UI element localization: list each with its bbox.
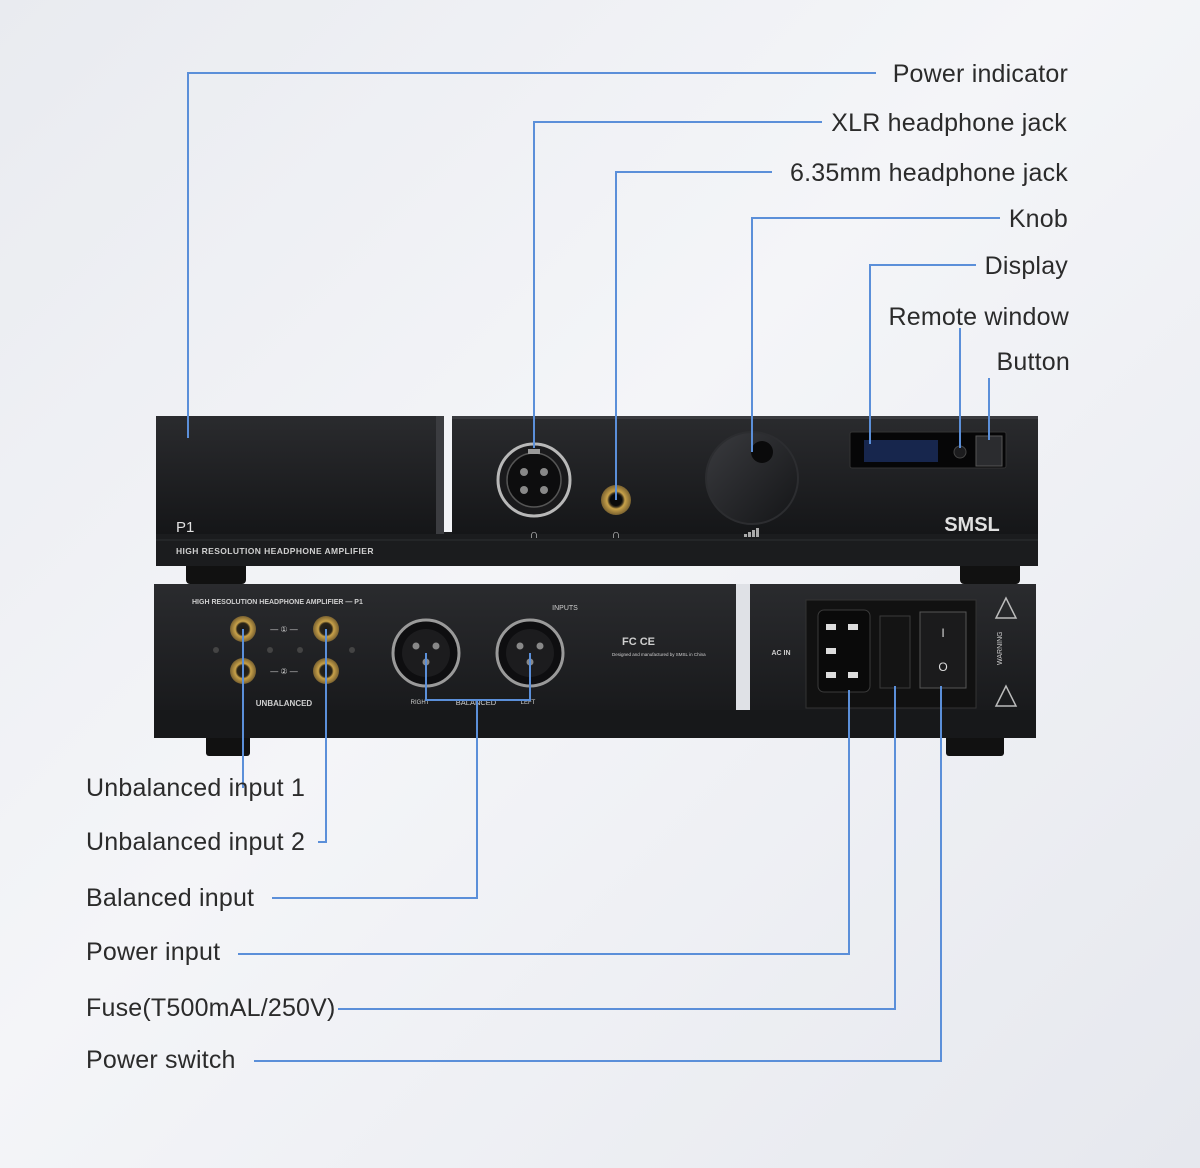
warning-icon <box>994 596 1018 707</box>
svg-text:— ① —: — ① — <box>270 625 298 634</box>
front-subtitle: HIGH RESOLUTION HEADPHONE AMPLIFIER <box>176 546 374 556</box>
svg-text:O: O <box>938 660 947 674</box>
fuse-holder <box>879 615 911 689</box>
label-635mm-headphone-jack: 6.35mm headphone jack <box>790 159 1068 187</box>
inputs-tag: INPUTS <box>552 605 578 612</box>
volume-icon <box>744 528 759 537</box>
foot <box>946 734 1004 756</box>
headphone-icon: ∩ <box>530 527 539 541</box>
label-power-input: Power input <box>86 938 221 966</box>
warning-label: WARNING <box>997 631 1004 665</box>
brand-logo: SMSL <box>944 514 1000 536</box>
callout-display <box>869 264 976 444</box>
callout-power-input <box>238 690 850 955</box>
callout-unbalanced-2 <box>318 629 327 843</box>
label-power-switch: Power switch <box>86 1046 236 1074</box>
callout-lines <box>187 72 1000 1062</box>
ac-in-label: AC IN <box>771 650 790 657</box>
label-unbalanced-input-1: Unbalanced input 1 <box>86 774 306 802</box>
callout-power-indicator <box>187 72 876 438</box>
label-power-indicator: Power indicator <box>892 60 1068 88</box>
right-tag: RIGHT <box>411 700 430 706</box>
foot <box>206 734 250 756</box>
model-name: P1 <box>176 519 194 536</box>
foot <box>186 562 246 584</box>
front-button <box>975 435 1003 467</box>
label-remote-window: Remote window <box>888 303 1069 331</box>
xlr-headphone-jack <box>496 442 572 518</box>
headphone-icon: ∩ <box>612 527 621 541</box>
callout-knob <box>751 217 1000 452</box>
display <box>864 440 938 462</box>
front-left-block <box>156 416 444 534</box>
callout-xlr-jack <box>533 121 822 448</box>
callout-balanced-input <box>272 700 478 899</box>
rear-unit: HIGH RESOLUTION HEADPHONE AMPLIFIER — P1… <box>154 584 1036 756</box>
label-display: Display <box>984 252 1068 280</box>
label-xlr-headphone-jack: XLR headphone jack <box>831 109 1067 137</box>
svg-text:I: I <box>941 626 944 640</box>
svg-text:— ② —: — ② — <box>270 667 298 676</box>
label-button: Button <box>996 348 1070 376</box>
power-inlet <box>817 609 871 693</box>
foot <box>960 562 1020 584</box>
label-balanced-input: Balanced input <box>86 884 255 912</box>
front-base-plate <box>156 532 1038 566</box>
designed-text: Designed and manufactured by SMSL in Chi… <box>612 652 706 657</box>
callout-fuse <box>338 686 896 1010</box>
power-switch <box>919 611 967 689</box>
unbalanced-panel-label: UNBALANCED <box>256 699 313 708</box>
front-unit: ∩ ∩ SMSL P1 HIGH RESOLUTION HEADPHONE AM… <box>156 416 1038 584</box>
cert-marks: FC CE <box>622 636 655 648</box>
label-unbalanced-input-2: Unbalanced input 2 <box>86 828 306 856</box>
rear-title: HIGH RESOLUTION HEADPHONE AMPLIFIER — P1 <box>192 599 363 606</box>
label-fuse: Fuse(T500mAL/250V) <box>86 994 336 1022</box>
left-tag: LEFT <box>521 700 536 706</box>
callout-power-switch <box>254 686 942 1062</box>
label-knob: Knob <box>1008 205 1068 233</box>
callout-635-jack <box>615 171 772 500</box>
